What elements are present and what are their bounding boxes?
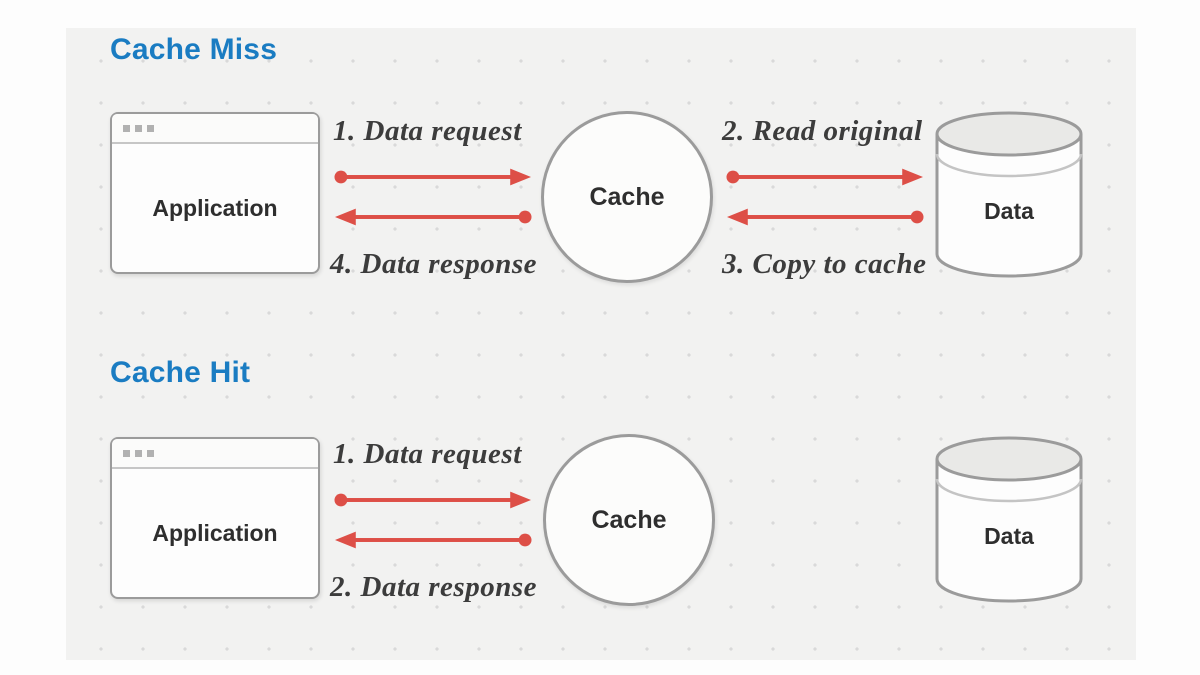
arrow-right-icon [334,490,532,510]
application-window: Application [110,437,320,599]
data-label: Data [984,198,1034,224]
section-title-cache-hit: Cache Hit [110,356,251,389]
cache-node: Cache [541,111,713,283]
window-dots-icon [135,124,142,132]
label-data-request: 1. Data request [333,115,522,147]
cache-label: Cache [589,182,665,211]
arrow-left-icon [334,530,532,550]
database-cylinder-icon: Data [934,435,1084,607]
application-label: Application [152,194,278,221]
window-titlebar [112,439,318,469]
application-window: Application [110,112,320,274]
window-dots-icon [123,449,130,457]
arrow-left-icon [334,207,532,227]
database-cylinder-icon: Data [934,110,1084,282]
arrow-right-icon [726,167,924,187]
window-dots-icon [123,124,130,132]
window-titlebar [112,114,318,144]
window-dots-icon [147,449,154,457]
arrow-left-icon [726,207,924,227]
application-label: Application [152,519,278,546]
window-dots-icon [147,124,154,132]
data-label: Data [984,523,1034,549]
label-data-response: 2. Data response [330,571,537,603]
cache-node: Cache [543,434,715,606]
label-copy-to-cache: 3. Copy to cache [722,248,927,280]
cache-label: Cache [591,505,667,534]
window-dots-icon [135,449,142,457]
label-read-original: 2. Read original [722,115,923,147]
section-title-cache-miss: Cache Miss [110,33,278,66]
arrow-right-icon [334,167,532,187]
label-data-request: 1. Data request [333,438,522,470]
label-data-response: 4. Data response [330,248,537,280]
